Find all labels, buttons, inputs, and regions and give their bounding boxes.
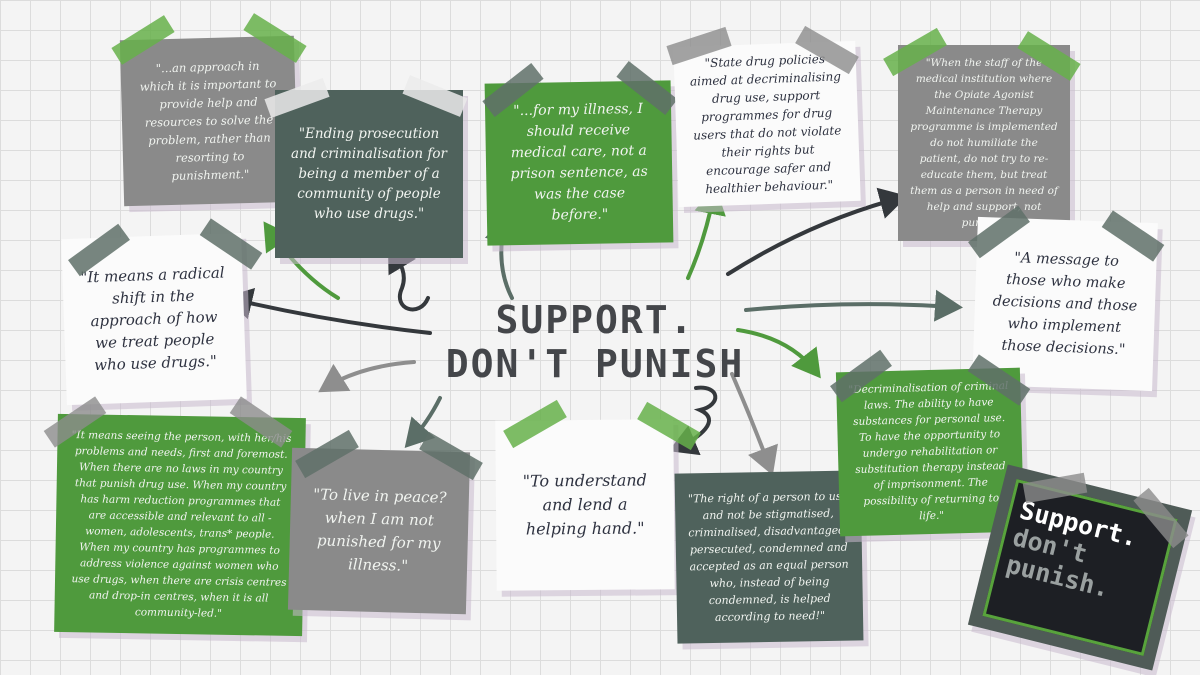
- arrow-to-decrim: [736, 328, 821, 379]
- sticky-note-understand: "To understand and lend a helping hand.": [495, 419, 675, 591]
- sticky-note-state: "State drug policies aimed at decriminal…: [673, 40, 861, 208]
- arrow-to-staff: [726, 187, 908, 276]
- note-text: "Ending prosecution and criminalisation …: [291, 126, 447, 222]
- note-text: "A message to those who make decisions a…: [992, 250, 1138, 359]
- note-text: "It means a radical shift in the approac…: [80, 263, 225, 375]
- note-text: "Decriminalisation of criminal laws. The…: [848, 379, 1009, 523]
- sticky-note-seeing: "It means seeing the person, with her/hi…: [54, 413, 306, 637]
- note-text: "To understand and lend a helping hand.": [522, 470, 647, 539]
- sticky-note-peace: "To live in peace? when I am not punishe…: [287, 447, 471, 615]
- note-text: "It means seeing the person, with her/hi…: [71, 429, 292, 620]
- note-text: "State drug policies aimed at decriminal…: [689, 51, 842, 197]
- sticky-note-right: "The right of a person to use and not be…: [674, 470, 864, 644]
- page-title: SUPPORT. DON'T PUNISH: [440, 298, 750, 386]
- note-text: "...an approach in which it is important…: [139, 58, 277, 183]
- title-line-1: SUPPORT.: [495, 298, 695, 342]
- arrow-to-seeing: [318, 360, 416, 393]
- sticky-note-staff: "When the staff of the medical instituti…: [898, 45, 1070, 241]
- note-text: "The right of a person to use and not be…: [687, 489, 849, 624]
- note-text: "When the staff of the medical instituti…: [910, 57, 1058, 229]
- arrow-to-message: [744, 289, 963, 322]
- note-text: "...for my illness, I should receive med…: [510, 100, 648, 224]
- title-line-2: DON'T PUNISH: [445, 342, 745, 386]
- arrow-to-ending: [387, 243, 430, 312]
- arrow-to-right: [730, 372, 778, 476]
- arrow-to-approach: [263, 221, 340, 300]
- arrow-to-shift: [224, 287, 432, 335]
- sticky-note-approach: "...an approach in which it is important…: [119, 35, 299, 207]
- arrow-to-peace: [404, 396, 442, 448]
- sticky-note-ending: "Ending prosecution and criminalisation …: [275, 90, 463, 258]
- note-text: "To live in peace? when I am not punishe…: [313, 485, 447, 575]
- sticky-note-illness: "...for my illness, I should receive med…: [484, 80, 674, 246]
